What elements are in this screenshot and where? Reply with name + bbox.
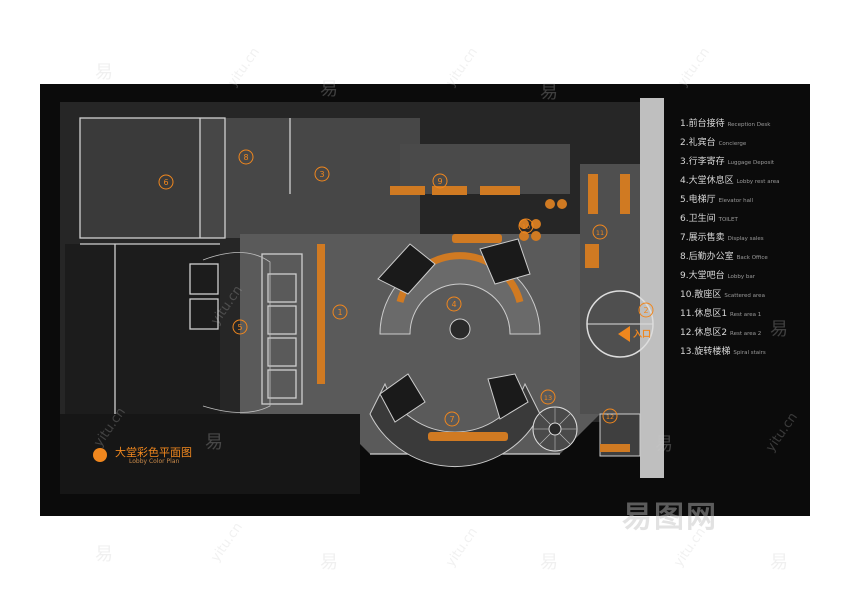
elevator-hall-curve (202, 252, 271, 413)
display-sales-counter (428, 432, 508, 441)
room-number: 7 (449, 415, 454, 424)
room-marker-circles (158, 149, 654, 427)
display-sales-zone (369, 382, 541, 468)
glass-facade (640, 98, 664, 478)
watermark-glyph: 易 (320, 552, 338, 573)
room-number: 2 (643, 306, 648, 315)
entrance-label: 入口 (632, 329, 651, 340)
plan-title: 大堂彩色平面图 (115, 446, 192, 459)
scattered-seating (519, 199, 567, 241)
watermark-site: yitu.cn (671, 525, 709, 570)
rest1-sofa-a (588, 174, 598, 214)
display-case-right (487, 373, 529, 420)
room-number: 12 (606, 413, 614, 421)
rest1-chairs (585, 244, 599, 268)
lobby-sofa-top (452, 234, 502, 243)
display-wing-left (377, 243, 436, 295)
watermark-site: yitu.cn (443, 525, 481, 570)
rest1-sofa-b (620, 174, 630, 214)
display-wing-right (479, 238, 531, 285)
room-number: 11 (596, 229, 604, 237)
watermark-glyph: 易 (95, 62, 113, 83)
title-block-bg (60, 414, 360, 494)
room-number: 6 (163, 178, 168, 187)
entrance-arrow-icon (618, 326, 630, 342)
lobby-center-table (449, 318, 471, 340)
rest2-sofa (600, 444, 630, 452)
lobby-floor-plan: 1 2 3 4 5 6 7 8 9 10 11 12 13 入口 (60, 98, 664, 494)
plan-subtitle: Lobby Color Plan (129, 458, 180, 465)
back-office-zone (200, 118, 420, 238)
reception-desk (317, 244, 325, 384)
room-number: 5 (237, 323, 242, 332)
watermark-glyph: 易 (770, 552, 788, 573)
room-number: 1 (337, 308, 342, 317)
watermark-site: yitu.cn (208, 520, 246, 565)
room-number: 10 (522, 223, 530, 231)
lobby-bar-zone (400, 144, 570, 194)
title-marker-icon (93, 448, 107, 462)
bar-counter-2 (432, 186, 467, 195)
watermark-glyph: 易 (540, 552, 558, 573)
room-number: 3 (319, 170, 324, 179)
bar-counter-3 (480, 186, 520, 195)
spiral-stairs (532, 406, 578, 452)
room-number: 9 (437, 177, 442, 186)
watermark-glyph: 易 (95, 544, 113, 565)
room-number: 4 (451, 300, 456, 309)
display-case-left (379, 373, 426, 423)
room-number: 8 (243, 153, 248, 162)
room-number: 13 (544, 394, 552, 402)
bar-counter-1 (390, 186, 425, 195)
